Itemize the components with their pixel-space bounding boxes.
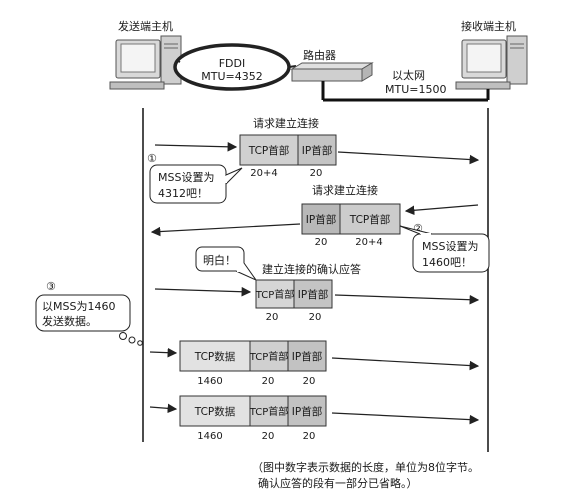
data1-tcp-header <box>249 340 289 372</box>
receiver-mss-line2: 1460吧！ <box>422 256 472 269</box>
receiver-computer-icon <box>455 35 528 90</box>
data2-arrow-in <box>149 403 178 414</box>
send-data-bubble: 以MSS为1460 发送数据。 <box>35 294 143 346</box>
synack-arrow-out <box>150 223 301 237</box>
step-1-marker: ① <box>147 152 157 165</box>
ack-arrow-in <box>154 286 252 297</box>
data2-tcp-length: 20 <box>262 431 275 442</box>
data1-tcp-length: 20 <box>262 376 275 387</box>
data2-payload <box>179 395 251 427</box>
ok-bubble: 明白！ <box>195 246 258 282</box>
synack-ip-header <box>301 203 341 235</box>
sender-computer-icon <box>109 35 182 90</box>
syn-tcp-header <box>239 134 299 166</box>
router-label: 路由器 <box>303 48 336 62</box>
data2-ip-header <box>287 395 327 427</box>
data1-payload-label: TCP数据 <box>194 350 236 363</box>
receiver-mss-line1: MSS设置为 <box>422 240 478 253</box>
synack-message-label: 请求建立连接 <box>312 183 378 197</box>
ack-arrow-out <box>334 294 480 305</box>
data1-arrow-in <box>149 347 178 358</box>
send-data-line2: 发送数据。 <box>42 314 97 328</box>
data1-ip-length: 20 <box>303 376 316 387</box>
synack-packet: IP首部 TCP首部 20 20+4 <box>301 203 401 248</box>
receiver-host-label: 接收端主机 <box>461 19 516 33</box>
fddi-mtu: MTU=4352 <box>201 70 262 83</box>
send-data-line1: 以MSS为1460 <box>42 300 115 313</box>
syn-message-label: 请求建立连接 <box>253 116 319 130</box>
data2-payload-label: TCP数据 <box>194 405 236 418</box>
ack-ip-header <box>293 279 333 309</box>
synack-arrow-in <box>404 204 479 216</box>
receiver-mss-bubble: MSS设置为 1460吧！ <box>399 225 490 273</box>
data1-payload-length: 1460 <box>197 376 222 387</box>
data2-ip-length: 20 <box>303 431 316 442</box>
ack-ip-label: IP首部 <box>298 288 328 301</box>
synack-ip-label: IP首部 <box>306 213 336 226</box>
syn-tcp-label: TCP首部 <box>248 144 289 157</box>
synack-tcp-length: 20+4 <box>355 237 382 248</box>
data1-ip-label: IP首部 <box>292 350 322 363</box>
sender-host-label: 发送端主机 <box>118 19 173 33</box>
ack-tcp-length: 20 <box>266 312 279 323</box>
synack-tcp-header <box>339 203 401 235</box>
syn-arrow-in <box>154 141 238 152</box>
syn-tcp-length: 20+4 <box>250 168 277 179</box>
ack-tcp-label: TCP首部 <box>255 288 295 301</box>
data-packet-1: TCP数据 TCP首部 IP首部 1460 20 20 <box>179 340 327 387</box>
synack-ip-length: 20 <box>315 237 328 248</box>
ok-bubble-text: 明白！ <box>203 253 236 267</box>
router-icon <box>290 62 374 82</box>
data1-arrow-out <box>331 357 480 371</box>
ack-tcp-header <box>255 279 295 309</box>
ethernet-label: 以太网 <box>392 69 425 82</box>
syn-arrow-out <box>337 151 480 165</box>
footnote-line2: 确认应答的段有一部分已省略。） <box>258 476 418 490</box>
data1-payload <box>179 340 251 372</box>
data1-ip-header <box>287 340 327 372</box>
synack-tcp-label: TCP首部 <box>349 213 390 226</box>
sender-mss-line1: MSS设置为 <box>158 171 214 184</box>
ack-message-label: 建立连接的确认应答 <box>262 262 361 276</box>
syn-packet: TCP首部 IP首部 20+4 20 <box>239 134 337 179</box>
data2-ip-label: IP首部 <box>292 405 322 418</box>
data-packet-2: TCP数据 TCP首部 IP首部 1460 20 20 <box>179 395 327 442</box>
ack-packet: TCP首部 IP首部 20 20 <box>255 279 333 323</box>
step-3-marker: ③ <box>46 280 56 293</box>
syn-ip-label: IP首部 <box>302 144 332 157</box>
ack-ip-length: 20 <box>309 312 322 323</box>
footnote-line1: （图中数字表示数据的长度，单位为8位字节。 <box>252 460 479 474</box>
data1-tcp-label: TCP首部 <box>249 350 289 363</box>
data2-tcp-label: TCP首部 <box>249 405 289 418</box>
sender-mss-line2: 4312吧！ <box>158 187 208 200</box>
fddi-label: FDDI <box>219 57 246 70</box>
data2-payload-length: 1460 <box>197 431 222 442</box>
data2-arrow-out <box>331 412 480 425</box>
syn-ip-length: 20 <box>310 168 323 179</box>
step-2-marker: ② <box>413 222 423 235</box>
syn-ip-header <box>297 134 337 166</box>
sender-mss-bubble: MSS设置为 4312吧！ <box>149 164 243 204</box>
ethernet-mtu: MTU=1500 <box>385 83 446 96</box>
